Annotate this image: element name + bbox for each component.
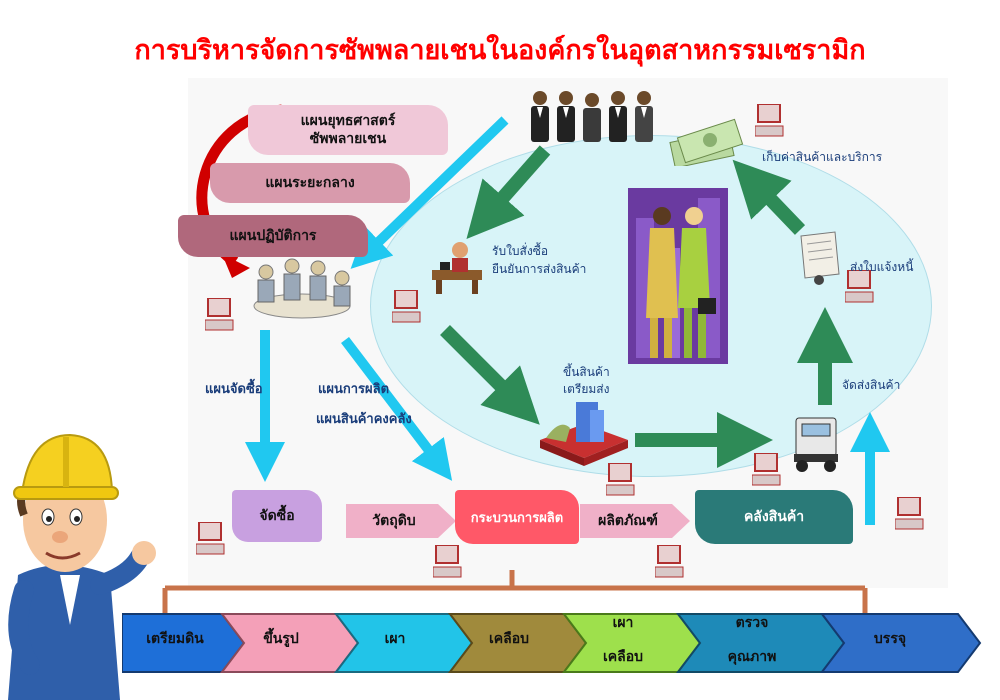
arrow-invoice-to-money — [732, 159, 806, 235]
business-people-icon — [531, 91, 653, 142]
computer-icon — [433, 545, 462, 578]
truck-icon — [794, 417, 838, 472]
computer-icon — [655, 545, 684, 578]
team-meeting-icon — [253, 258, 351, 319]
computer-icon — [895, 497, 924, 530]
raw-material-arrow — [346, 504, 456, 538]
factory-icon — [540, 402, 628, 466]
mid-plan-flag: แผนระยะกลาง — [210, 163, 410, 203]
ops-plan-flag: แผนปฏิบัติการ — [178, 215, 368, 257]
step-label-1: เตรียมดิน — [146, 631, 204, 647]
product-label: ผลิตภัณฑ์ — [598, 513, 658, 529]
step-label-4: เคลือบ — [488, 631, 530, 647]
computer-icon — [755, 104, 784, 137]
purchase-plan-label: แผนจัดซื้อ — [205, 382, 263, 397]
receive-order-label: รับใบสั่งซื้อ — [492, 244, 549, 258]
computer-icon — [392, 290, 421, 323]
computer-icon — [606, 463, 635, 496]
page-title: การบริหารจัดการซัพพลายเชนในองค์กรในอุตสา… — [134, 35, 866, 66]
handshake-icon — [628, 188, 728, 364]
raw-material-label: วัตถุดิบ — [372, 513, 416, 529]
confirm-delivery-label: ยืนยันการส่งสินค้า — [492, 262, 587, 276]
step-label-5b: เคลือบ — [602, 649, 644, 665]
engineer-mascot-icon — [8, 433, 156, 700]
step-label-7: บรรจุ — [873, 631, 907, 647]
arrow-team-to-production — [341, 336, 453, 481]
ship-label: จัดส่งสินค้า — [842, 378, 901, 392]
computer-icon — [205, 298, 234, 331]
purchasing-flag: จัดซื้อ — [232, 490, 322, 542]
process-bracket — [162, 570, 868, 616]
invoice-icon — [800, 231, 840, 285]
step-label-3: เผา — [384, 631, 406, 647]
phone-worker-icon — [432, 242, 482, 294]
production-process-flag: กระบวนการผลิต — [455, 490, 579, 544]
step-label-5a: เผา — [612, 615, 634, 631]
step-label-6b: คุณภาพ — [727, 649, 777, 665]
step-label-2: ขึ้นรูป — [263, 631, 299, 647]
step-chevron-7 — [819, 613, 982, 673]
arrow-order-to-prepare — [440, 325, 540, 425]
product-arrow — [580, 504, 690, 538]
strategy-plan-label-1: แผนยุทธศาสตร์ — [300, 112, 396, 129]
production-plan-label: แผนการผลิต — [318, 382, 390, 397]
invoice-label: ส่งใบแจ้งหนี้ — [850, 260, 914, 274]
computer-icon — [845, 270, 874, 303]
collect-payment-label: เก็บค่าสินค้าและบริการ — [762, 150, 883, 164]
computer-icon — [752, 453, 781, 486]
step-label-6a: ตรวจ — [735, 615, 769, 631]
inventory-plan-label: แผนสินค้าคงคลัง — [316, 412, 412, 427]
strategy-plan-label-2: ซัพพลายเชน — [309, 131, 387, 147]
prepare-label-1: ขึ้นสินค้า — [563, 365, 610, 379]
prepare-label-2: เตรียมส่ง — [563, 382, 610, 396]
money-icon — [669, 118, 744, 166]
arrow-people-to-order — [466, 145, 551, 239]
arrow-people-to-team — [350, 116, 509, 269]
strategy-plan-flag: แผนยุทธศาสตร์ ซัพพลายเชน — [248, 105, 448, 155]
computer-icon — [196, 522, 225, 555]
warehouse-flag: คลังสินค้า — [695, 490, 853, 544]
steps-chevrons — [122, 613, 982, 673]
